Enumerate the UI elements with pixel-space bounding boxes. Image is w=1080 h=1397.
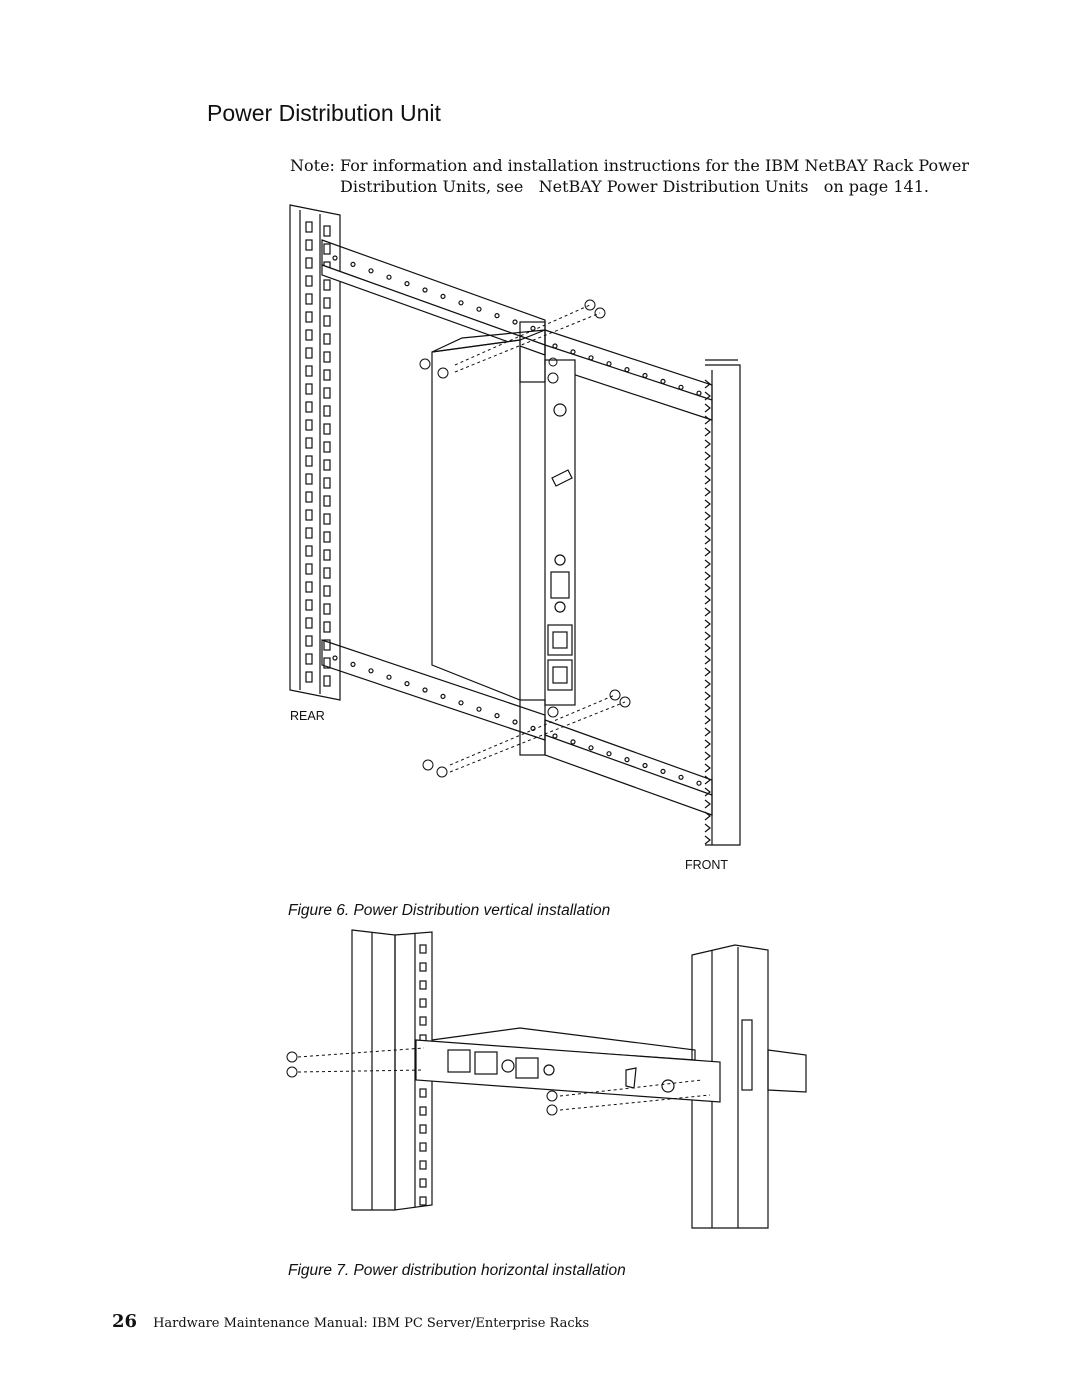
section-title: Power Distribution Unit xyxy=(207,100,441,126)
pdu-horizontal-unit xyxy=(415,1027,721,1103)
note-line-1: For information and installation instruc… xyxy=(340,156,969,175)
note-body: For information and installation instruc… xyxy=(340,155,980,197)
label-front: FRONT xyxy=(685,858,728,872)
horizontal-screws xyxy=(286,1047,711,1116)
page-number: 26 xyxy=(112,1311,138,1332)
pdu-vertical-unit xyxy=(431,321,576,756)
note-line-2: Distribution Units, see NetBAY Power Dis… xyxy=(340,177,929,196)
footer-text: Hardware Maintenance Manual: IBM PC Serv… xyxy=(153,1316,590,1331)
screws-bottom xyxy=(422,689,631,778)
rear-left-rail xyxy=(289,204,341,701)
front-right-rail xyxy=(704,359,741,846)
screws-top xyxy=(419,299,606,384)
figure-7-caption: Figure 7. Power distribution horizontal … xyxy=(288,1262,626,1279)
page-footer: 26 Hardware Maintenance Manual: IBM PC Se… xyxy=(112,1311,589,1332)
label-rear: REAR xyxy=(290,709,325,723)
figure-6-caption: Figure 6. Power Distribution vertical in… xyxy=(288,902,611,919)
note-label: Note: xyxy=(290,156,335,175)
